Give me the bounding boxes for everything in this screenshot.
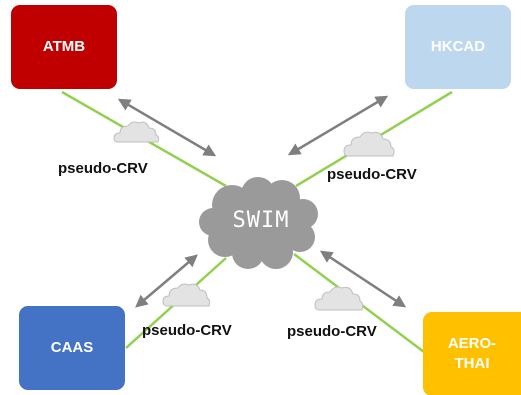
swim-cloud-icon xyxy=(199,177,318,269)
node-aero-thai: AERO- THAI xyxy=(423,312,521,395)
exchange-arrow-atmb xyxy=(117,98,217,157)
link-label-aero: pseudo-CRV xyxy=(287,323,377,340)
link-label-atmb: pseudo-CRV xyxy=(58,160,148,177)
small-cloud-icon xyxy=(343,131,395,157)
node-atmb: ATMB xyxy=(11,5,117,89)
small-cloud-icon xyxy=(162,283,211,307)
exchange-arrow-aero xyxy=(319,250,407,308)
small-cloud-icon xyxy=(314,286,364,311)
exchange-arrow-hkcad xyxy=(287,95,389,156)
node-caas: CAAS xyxy=(19,306,125,390)
link-label-caas: pseudo-CRV xyxy=(142,322,232,339)
link-label-hkcad: pseudo-CRV xyxy=(327,166,417,183)
exchange-arrow-caas xyxy=(135,254,198,308)
swim-label: SWIM xyxy=(232,208,290,233)
small-cloud-icon xyxy=(113,121,160,143)
node-hkcad: HKCAD xyxy=(405,5,511,89)
